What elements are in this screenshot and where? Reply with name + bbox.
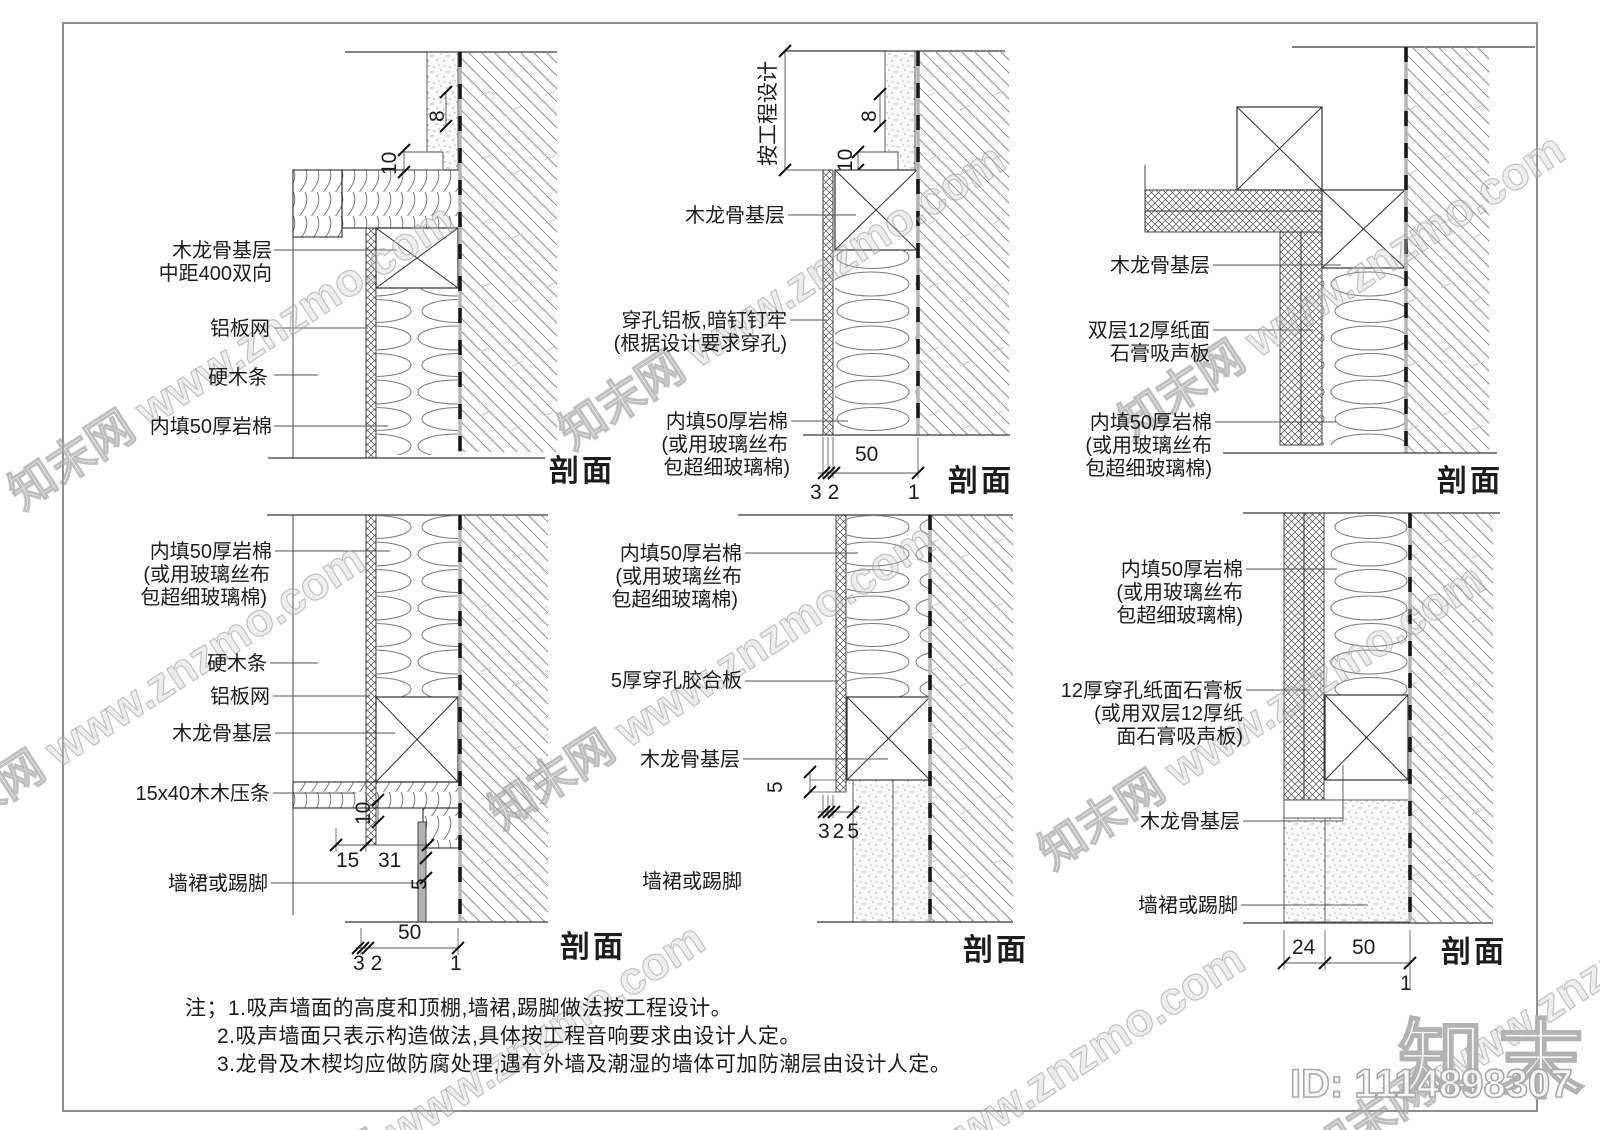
note-line-3: 3.龙骨及木楔均应做防腐处理,遇有外墙及潮湿的墙体可加防潮层由设计人定。 [217,1053,952,1076]
d2-label-wood-keel: 木龙骨基层 [685,205,785,227]
d6-label-wood-keel: 木龙骨基层 [1140,811,1240,833]
d6-label-rockwool-fill: 内填50厚岩棉 [1120,559,1243,581]
d6-label-rockwool-fill3: 包超细玻璃棉) [1116,605,1243,627]
d4-label-aluminum-mesh: 铝板网 [210,686,270,708]
d6-label-skirting: 墙裙或踢脚 [1138,895,1238,917]
d4-dim-15: 15 [336,849,360,872]
d5-label-wood-keel: 木龙骨基层 [640,749,740,771]
d3-label-gypsum-board2: 石膏吸声板 [1110,343,1210,365]
d4-label-hardwood-strip: 硬木条 [207,653,267,675]
detail-5-linework [738,514,1013,923]
d6-label-rockwool-fill2: (或用玻璃丝布 [1116,582,1243,604]
d5-label-skirting: 墙裙或踢脚 [642,871,742,893]
d2-dim-10: 10 [834,148,857,172]
d4-label-wood-batten: 15x40木木压条 [135,783,271,805]
detail-4-linework [267,514,548,955]
d1-dim-8: 8 [426,110,449,122]
border-frame [62,22,1538,1112]
d6-dim-1: 1 [1400,972,1412,995]
d5-label-rockwool-fill: 内填50厚岩棉 [619,543,742,565]
d6-section-title: 剖面 [1441,936,1507,969]
d1-label-rockwool-fill: 内填50厚岩棉 [149,416,272,438]
d3-label-gypsum-board: 双层12厚纸面 [1087,320,1210,342]
d4-label-skirting: 墙裙或踢脚 [168,873,268,895]
d4-section-title: 剖面 [560,931,626,964]
d3-section-title: 剖面 [1437,465,1503,498]
d1-label-aluminum-mesh: 铝板网 [210,318,270,340]
d5-dim-325: 325 [818,820,863,843]
d2-dim-8: 8 [858,110,881,122]
d1-label-hardwood-strip: 硬木条 [208,367,268,389]
d2-label-perforated-aluminum2: (根据设计要求穿孔) [613,333,787,355]
d2-label-rockwool-fill3: 包超细玻璃棉) [663,457,790,479]
d2-dim-50: 50 [855,443,879,466]
note-line-1: 注；1.吸声墙面的高度和顶棚,墙裙,踢脚做法按工程设计。 [185,997,733,1020]
detail-6-linework [1241,512,1500,988]
d2-section-title: 剖面 [948,465,1014,498]
d2-label-perforated-aluminum: 穿孔铝板,暗钉钉牢 [621,310,787,332]
d6-dim-50: 50 [1352,936,1376,959]
d4-label-rockwool-fill: 内填50厚岩棉 [149,541,272,563]
d5-label-rockwool-fill2: (或用玻璃丝布 [615,566,742,588]
detail-2-linework [778,44,1010,480]
d2-dim-32: 32 [810,481,846,504]
d5-label-perforated-plywood: 5厚穿孔胶合板 [610,670,742,692]
d1-section-title: 剖面 [549,455,615,488]
d3-label-rockwool-fill2: (或用玻璃丝布 [1085,435,1212,457]
d3-label-rockwool-fill3: 包超细玻璃棉) [1085,458,1212,480]
d4-label-wood-keel: 木龙骨基层 [172,723,272,745]
d1-dim-10: 10 [378,151,401,175]
d4-dim-32: 32 [353,952,389,975]
d2-dim-1: 1 [908,481,920,504]
d6-label-perforated-gypsum3: 面石膏吸声板) [1116,726,1243,748]
d2-label-rockwool-fill2: (或用玻璃丝布 [661,434,788,456]
d4-dim-50: 50 [398,921,422,944]
d4-label-rockwool-fill3: 包超细玻璃棉) [140,587,267,609]
d2-label-rockwool-fill: 内填50厚岩棉 [665,411,788,433]
d2-dim-per-design: 按工程设计 [757,61,780,166]
d4-label-rockwool-fill2: (或用玻璃丝布 [143,564,270,586]
d5-section-title: 剖面 [963,934,1029,967]
detail-3-linework [1144,46,1535,454]
detail-1-linework [268,51,557,459]
d4-dim-1: 1 [450,952,462,975]
note-line-2: 2.吸声墙面只表示构造做法,具体按工程音响要求由设计人定。 [217,1025,801,1048]
d3-label-wood-keel: 木龙骨基层 [1110,255,1210,277]
d5-label-rockwool-fill3: 包超细玻璃棉) [611,589,738,611]
d6-dim-24: 24 [1292,936,1316,959]
d4-dim-10: 10 [352,801,375,825]
d6-label-perforated-gypsum2: (或用双层12厚纸 [1094,703,1243,725]
d1-label-wood-keel: 木龙骨基层 [172,240,272,262]
d5-dim-5: 5 [764,781,787,793]
d4-dim-31: 31 [378,849,402,872]
d6-label-perforated-gypsum: 12厚穿孔纸面石膏板 [1060,680,1243,702]
d4-dim-5: 5 [408,878,431,890]
d3-label-rockwool-fill: 内填50厚岩棉 [1089,412,1212,434]
d1-label-keel-spacing: 中距400双向 [158,263,272,285]
